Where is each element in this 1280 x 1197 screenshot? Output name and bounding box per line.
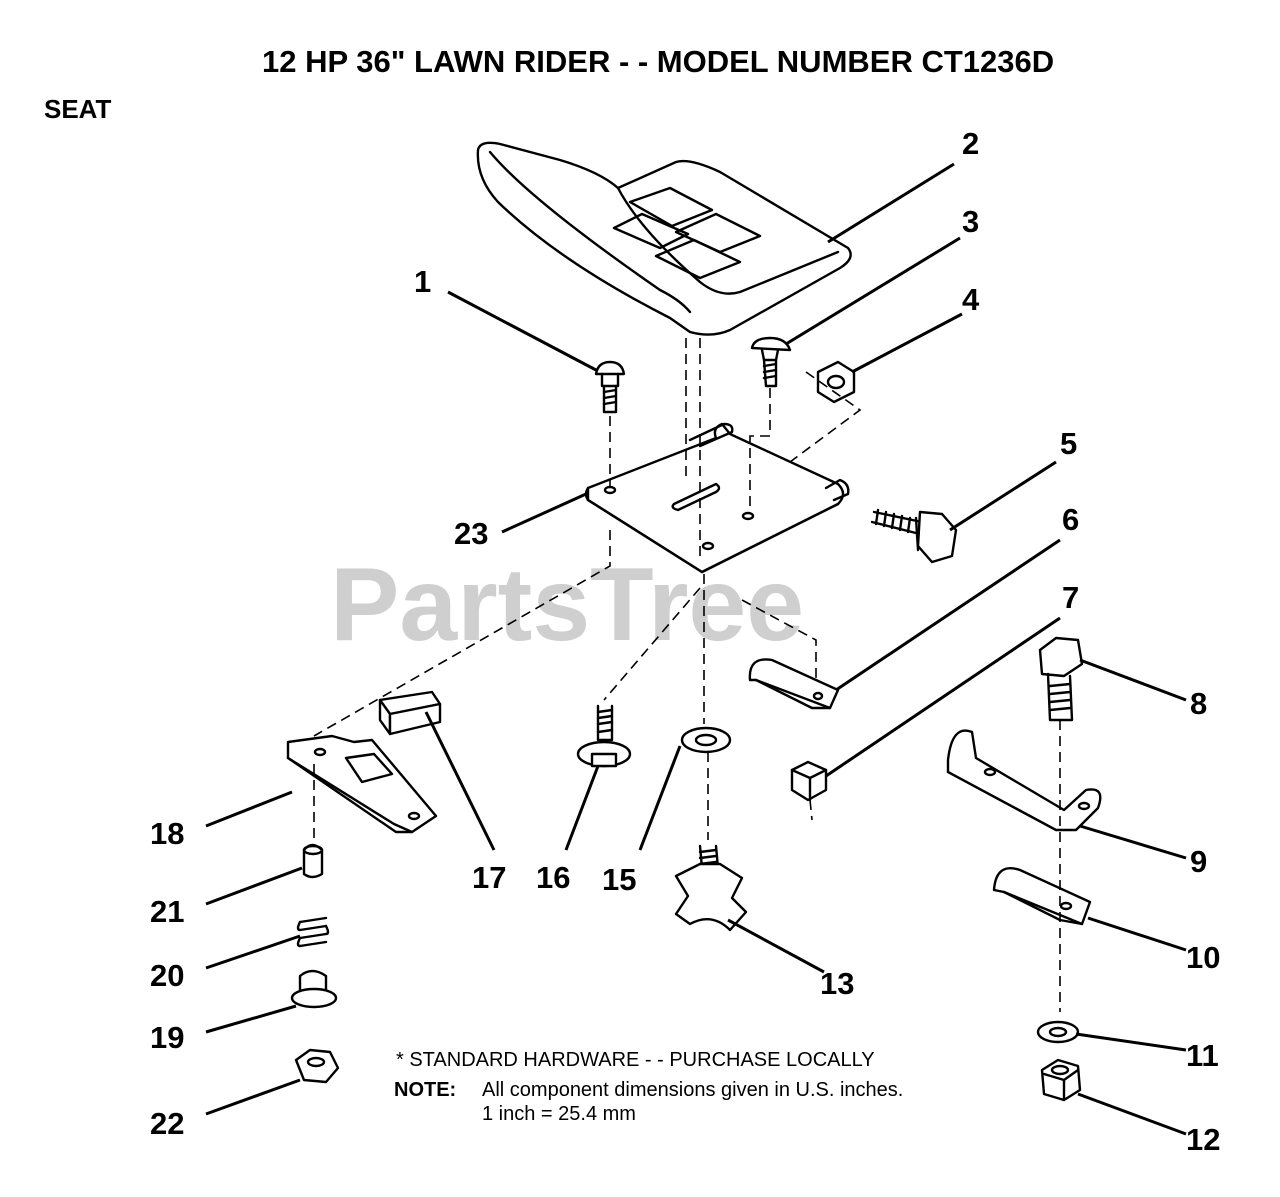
part-nut-4[interactable] bbox=[816, 360, 856, 404]
callout-6: 6 bbox=[1062, 502, 1079, 537]
part-bolt-8[interactable] bbox=[1038, 636, 1084, 722]
part-seat-pan[interactable] bbox=[584, 422, 850, 574]
part-seat[interactable] bbox=[476, 141, 852, 336]
part-hex-bolt[interactable] bbox=[870, 508, 958, 564]
callout-23: 23 bbox=[454, 516, 488, 551]
part-pin[interactable] bbox=[302, 843, 324, 879]
callout-8: 8 bbox=[1190, 686, 1207, 721]
callout-21: 21 bbox=[150, 894, 184, 929]
page-title: 12 HP 36" LAWN RIDER - - MODEL NUMBER CT… bbox=[262, 44, 1054, 79]
part-nut-7[interactable] bbox=[790, 760, 828, 802]
callout-15: 15 bbox=[602, 862, 636, 897]
callout-18: 18 bbox=[150, 816, 184, 851]
part-block[interactable] bbox=[378, 690, 442, 736]
note-line-2: 1 inch = 25.4 mm bbox=[482, 1103, 636, 1125]
callout-5: 5 bbox=[1060, 426, 1077, 461]
part-clip-10[interactable] bbox=[992, 867, 1092, 926]
leader-lines bbox=[205, 162, 1187, 1136]
part-bracket-9[interactable] bbox=[946, 729, 1102, 832]
callout-3: 3 bbox=[962, 204, 979, 239]
part-plunger[interactable] bbox=[290, 969, 338, 1009]
callout-1: 1 bbox=[414, 264, 431, 299]
assembly-lines bbox=[313, 338, 1061, 1012]
callout-10: 10 bbox=[1186, 940, 1220, 975]
part-screw[interactable] bbox=[750, 336, 792, 388]
callout-numbers: 1 2 3 4 5 6 7 8 9 10 11 12 13 15 16 17 1… bbox=[150, 126, 1220, 1157]
part-spring[interactable] bbox=[296, 916, 330, 948]
watermark: PartsTree bbox=[330, 547, 804, 663]
callout-7: 7 bbox=[1062, 580, 1079, 615]
callout-22: 22 bbox=[150, 1106, 184, 1141]
callout-16: 16 bbox=[536, 860, 570, 895]
part-clip-6[interactable] bbox=[748, 658, 840, 710]
callout-4: 4 bbox=[962, 282, 980, 317]
footnotes: * STANDARD HARDWARE - - PURCHASE LOCALLY… bbox=[394, 1049, 903, 1125]
callout-20: 20 bbox=[150, 958, 184, 993]
callout-9: 9 bbox=[1190, 844, 1207, 879]
callout-11: 11 bbox=[1186, 1038, 1219, 1073]
section-label: SEAT bbox=[44, 94, 112, 124]
callout-19: 19 bbox=[150, 1020, 184, 1055]
part-washer-15[interactable] bbox=[680, 726, 732, 754]
note-label: NOTE: bbox=[394, 1079, 456, 1101]
part-washer-11[interactable] bbox=[1036, 1020, 1080, 1044]
part-flange-nut[interactable] bbox=[294, 1048, 340, 1084]
part-carriage-bolt[interactable] bbox=[594, 360, 626, 414]
standard-hardware-note: * STANDARD HARDWARE - - PURCHASE LOCALLY bbox=[396, 1049, 875, 1071]
callout-17: 17 bbox=[472, 860, 506, 895]
part-knob[interactable] bbox=[674, 844, 748, 932]
note-line-1: All component dimensions given in U.S. i… bbox=[482, 1079, 903, 1101]
part-latch-plate[interactable] bbox=[286, 734, 438, 834]
part-locknut-12[interactable] bbox=[1040, 1058, 1082, 1102]
part-shoulder-bolt[interactable] bbox=[576, 704, 632, 768]
callout-13: 13 bbox=[820, 966, 854, 1001]
callout-2: 2 bbox=[962, 126, 979, 161]
callout-12: 12 bbox=[1186, 1122, 1220, 1157]
